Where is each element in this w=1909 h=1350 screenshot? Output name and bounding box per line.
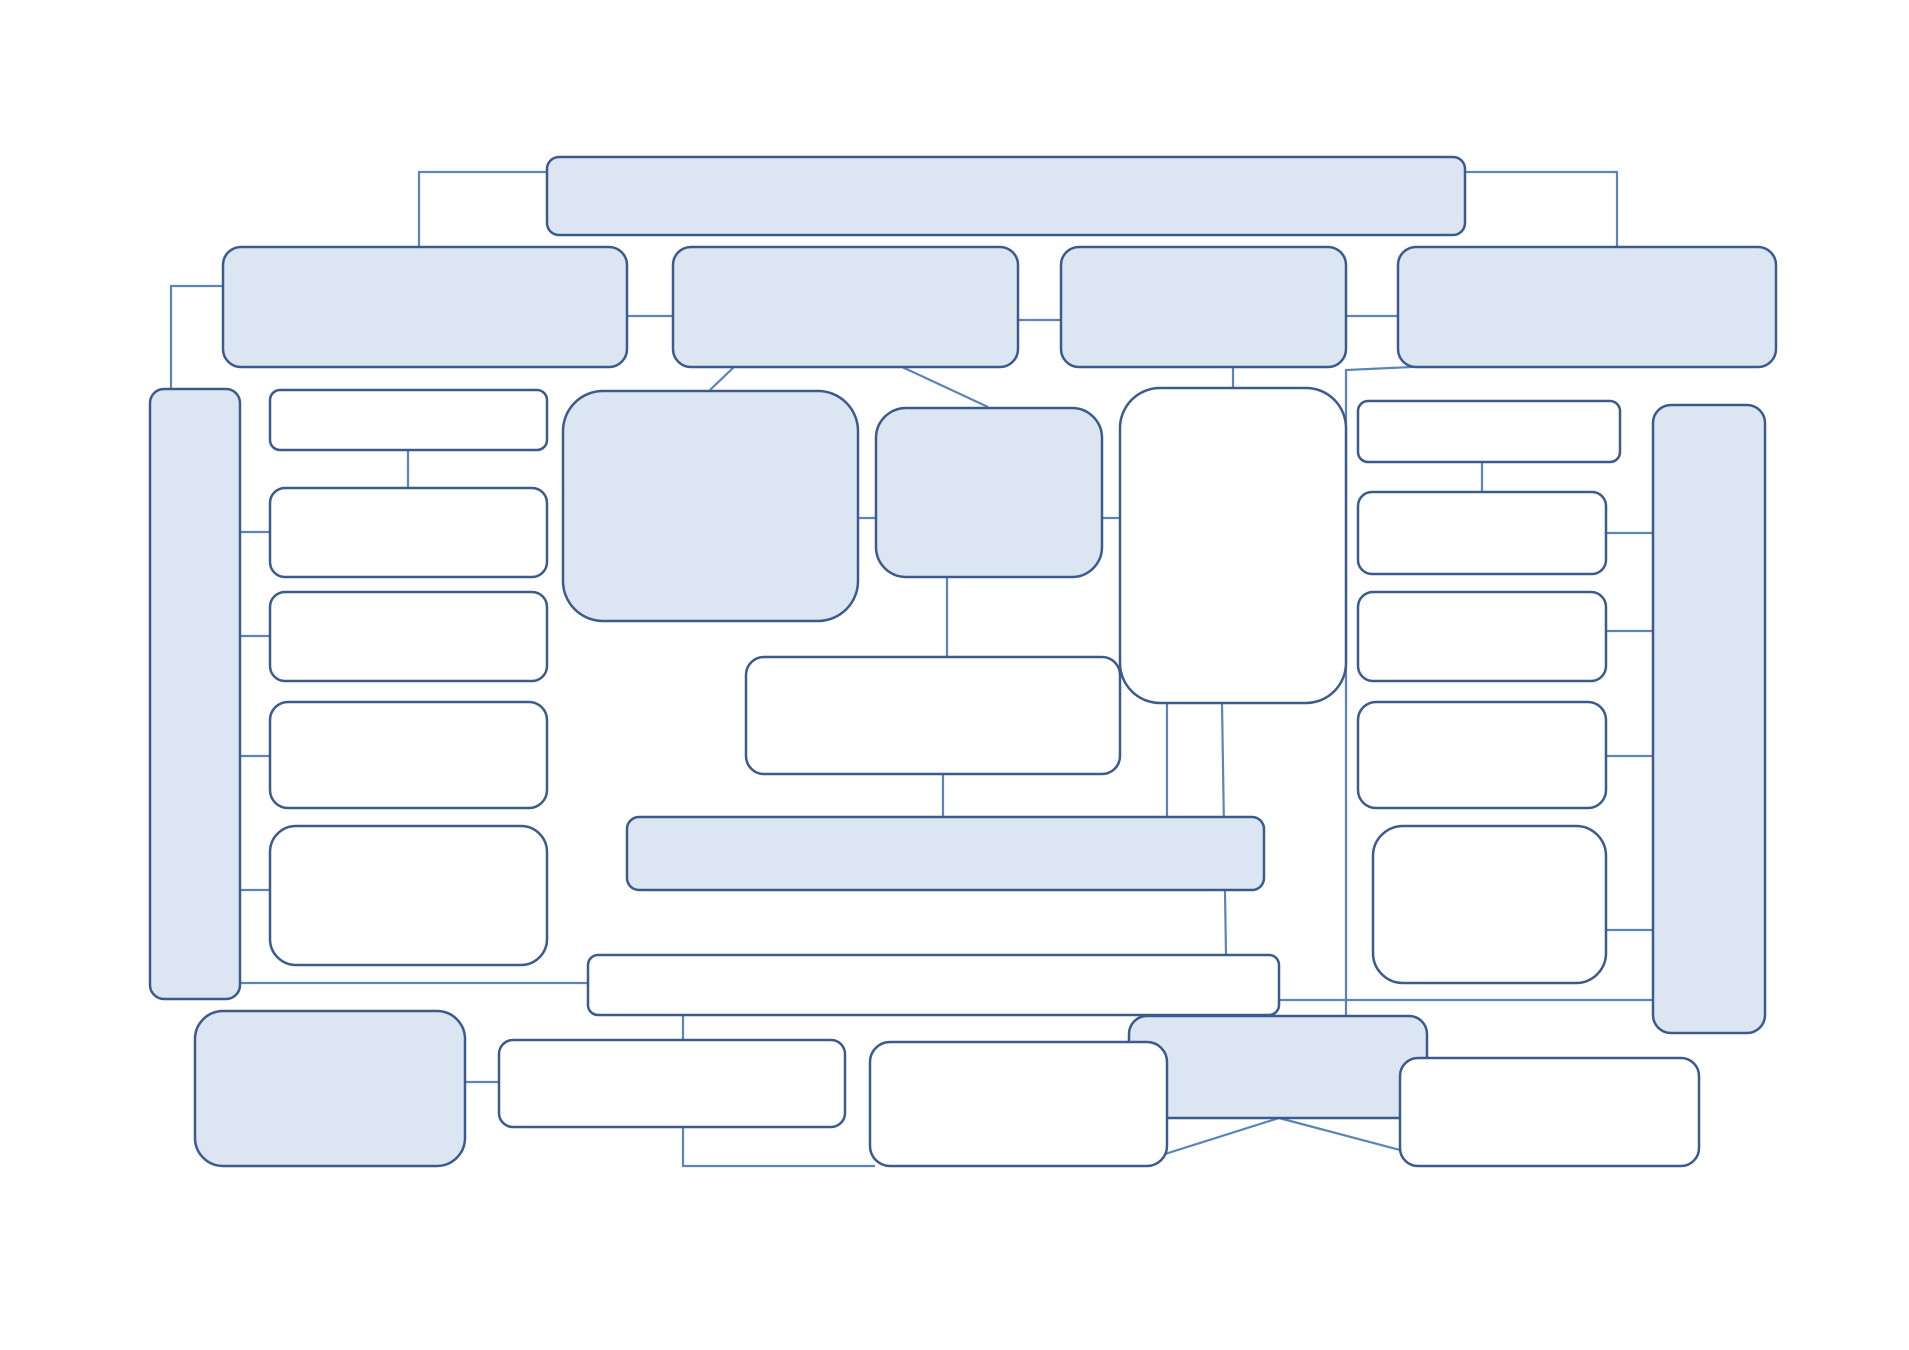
box-center-banner [625,815,1266,892]
box-left-list-1 [268,486,549,579]
box-right-tall [1651,403,1767,1035]
box-top-banner [545,155,1467,237]
box-center-bottom-wide [586,953,1281,1017]
box-center-wide [744,655,1122,776]
boxes [148,155,1778,1168]
box-tall-center [1118,386,1348,705]
box-row1-2 [671,245,1020,369]
box-bottom-2 [497,1038,847,1129]
box-left-list-header [268,388,549,452]
connector-bottom-bracket [681,1127,875,1168]
connector-top-right [1465,170,1619,247]
connector-fan-left [1164,1116,1280,1156]
box-bottom-left [193,1009,467,1168]
box-left-list-4 [268,824,549,967]
connector-fan-right [1278,1116,1401,1152]
box-left-tall [148,387,242,1001]
box-bottom-right [1398,1056,1701,1168]
box-bottom-center-filled [1127,1014,1429,1120]
box-right-list-1 [1356,490,1608,576]
connector-right-route [1344,365,1413,1015]
box-left-list-2 [268,590,549,683]
box-right-list-3 [1356,700,1608,810]
connector-top-left [417,170,547,247]
box-middle-large [561,389,860,623]
box-row1-1 [221,245,629,369]
box-row1-4 [1396,245,1778,369]
box-right-list-2 [1356,590,1608,683]
connector-left-bracket [169,284,223,389]
box-bottom-3 [868,1040,1169,1168]
connector-diag-right [899,365,989,408]
box-right-list-header [1356,399,1622,464]
box-right-list-4 [1371,824,1608,985]
connectors [169,170,1653,1168]
box-middle-small [874,406,1104,579]
box-row1-3 [1059,245,1348,369]
box-left-list-3 [268,700,549,810]
connector-diag-left [709,365,736,391]
